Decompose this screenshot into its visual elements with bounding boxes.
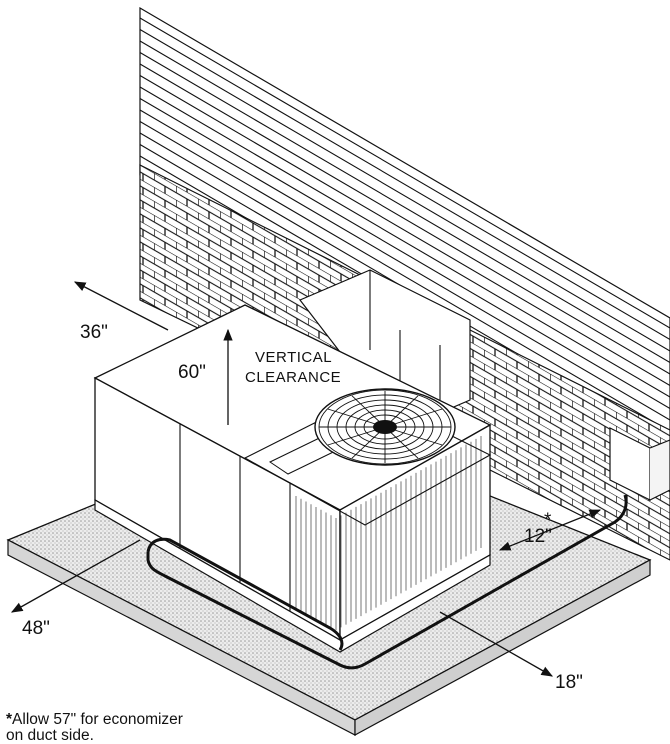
- dim-48-label: 48": [22, 618, 50, 639]
- footnote-marker: *: [6, 711, 13, 728]
- dim-12-asterisk: *: [544, 510, 552, 531]
- clearance-outline: [146, 494, 628, 670]
- vertical-clearance-line2: CLEARANCE: [245, 369, 341, 386]
- disconnect-box: [609, 427, 670, 501]
- vertical-clearance-line1: VERTICAL: [255, 349, 332, 366]
- footnote-line2: on duct side.: [6, 727, 94, 744]
- dim-18-label: 18": [555, 672, 583, 693]
- dimension-arrows: [10, 281, 602, 677]
- condenser-fan: [314, 388, 456, 466]
- footnote-line1: *Allow 57" for economizer: [6, 711, 183, 728]
- rooftop-unit: [93, 304, 492, 653]
- footnote: *Allow 57" for economizer on duct side.: [6, 712, 183, 744]
- dim-12-label: 12": [524, 526, 552, 547]
- dim-36-label: 36": [80, 322, 108, 343]
- dim-60-label: 60": [178, 362, 206, 383]
